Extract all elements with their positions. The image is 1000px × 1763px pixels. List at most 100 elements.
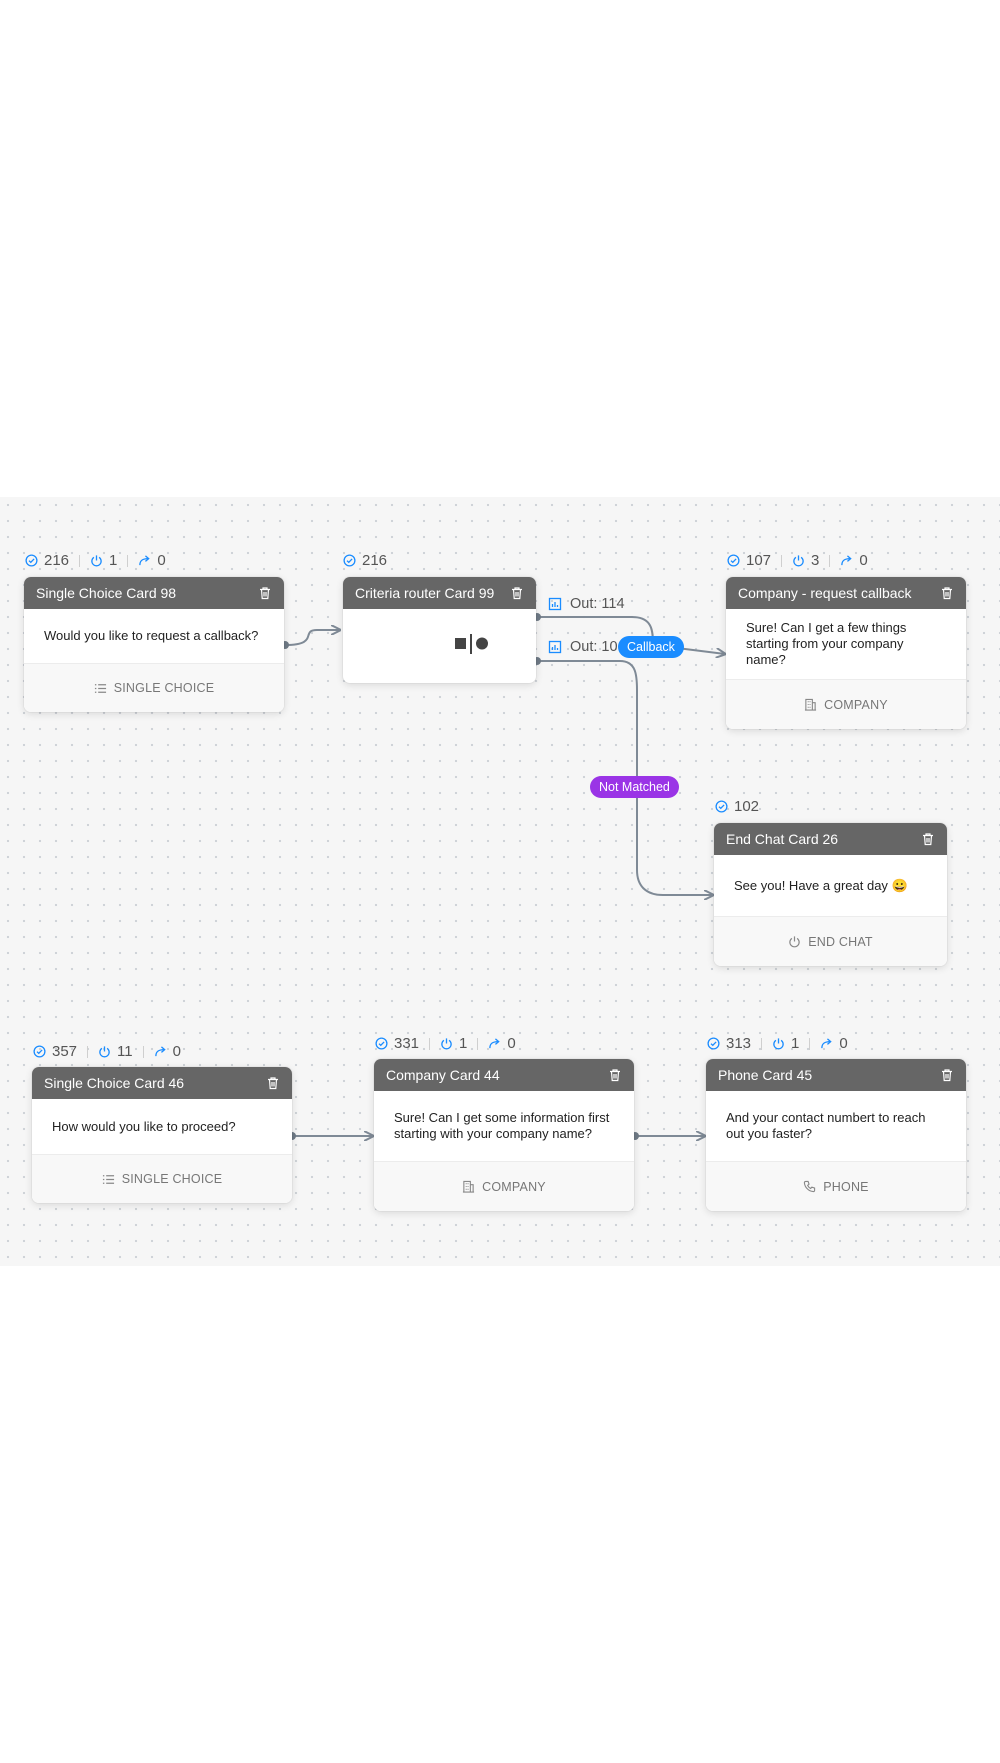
output-count: Out: 10 — [570, 639, 618, 655]
stats-c45: 313 1 0 — [707, 1035, 848, 1052]
card-company-request-callback[interactable]: Company - request callback Sure! Can I g… — [726, 577, 966, 729]
completed-count: 107 — [746, 552, 772, 569]
trash-icon[interactable] — [940, 1068, 954, 1082]
trash-icon[interactable] — [258, 586, 272, 600]
power-icon — [91, 555, 102, 567]
card-message: How would you like to proceed? — [52, 1118, 236, 1134]
card-criteria-router-99[interactable]: Criteria router Card 99 — [343, 577, 536, 683]
trash-icon[interactable] — [266, 1076, 280, 1090]
card-message: See you! Have a great day 😀 — [734, 877, 908, 893]
completed-count: 313 — [726, 1035, 752, 1052]
trash-icon[interactable] — [608, 1068, 622, 1082]
card-header[interactable]: Criteria router Card 99 — [343, 577, 536, 609]
forward-arrow-icon — [489, 1038, 501, 1049]
list-icon — [94, 683, 106, 693]
divider — [79, 554, 81, 567]
exit-count: 1 — [791, 1035, 800, 1052]
trash-icon[interactable] — [510, 586, 524, 600]
card-title: Criteria router Card 99 — [355, 585, 495, 601]
card-message: Sure! Can I get some information first s… — [394, 1110, 610, 1141]
chart-icon — [548, 597, 562, 611]
card-header[interactable]: Single Choice Card 46 — [32, 1067, 292, 1099]
check-circle-icon — [33, 1045, 46, 1058]
card-type-label: SINGLE CHOICE — [121, 1172, 223, 1186]
stats-c44: 331 1 0 — [375, 1035, 516, 1052]
card-footer: COMPANY — [726, 679, 966, 729]
card-body: Sure! Can I get a few things starting fr… — [726, 609, 966, 679]
divider — [829, 554, 831, 567]
card-body: And your contact numbert to reach out yo… — [706, 1091, 966, 1161]
card-title: Company - request callback — [738, 585, 912, 601]
output-count: Out: 114 — [570, 596, 625, 612]
card-header[interactable]: Company - request callback — [726, 577, 966, 609]
forward-count: 0 — [859, 552, 868, 569]
trash-icon[interactable] — [940, 586, 954, 600]
divider — [142, 1045, 144, 1058]
forward-count: 0 — [172, 1043, 181, 1060]
edge-label-not-matched[interactable]: Not Matched — [590, 776, 679, 798]
divider — [477, 1037, 479, 1050]
card-title: Single Choice Card 98 — [36, 585, 177, 601]
card-header[interactable]: Single Choice Card 98 — [24, 577, 284, 609]
card-type-label: PHONE — [823, 1179, 869, 1194]
trash-icon[interactable] — [921, 832, 935, 846]
edge-label-callback[interactable]: Callback — [618, 636, 684, 658]
stats-c98: 216 1 0 — [25, 552, 166, 569]
completed-count: 102 — [734, 798, 760, 815]
card-header[interactable]: Company Card 44 — [374, 1059, 634, 1091]
building-icon — [463, 1180, 475, 1193]
completed-count: 357 — [52, 1043, 78, 1060]
card-title: Phone Card 45 — [718, 1067, 813, 1083]
exit-count: 1 — [459, 1035, 468, 1052]
card-message: And your contact numbert to reach out yo… — [726, 1110, 926, 1141]
power-icon — [793, 555, 804, 567]
forward-count: 0 — [157, 552, 166, 569]
check-circle-icon — [375, 1037, 388, 1050]
card-header[interactable]: Phone Card 45 — [706, 1059, 966, 1091]
forward-arrow-icon — [154, 1046, 166, 1057]
divider — [809, 1037, 811, 1050]
divider — [127, 554, 129, 567]
power-icon — [773, 1038, 784, 1050]
chart-icon — [548, 640, 562, 654]
divider — [429, 1037, 431, 1050]
card-body: See you! Have a great day 😀 — [714, 855, 947, 916]
edge-c98-to-c99 — [284, 630, 340, 646]
card-phone-45[interactable]: Phone Card 45 And your contact numbert t… — [706, 1059, 966, 1211]
check-circle-icon — [707, 1037, 720, 1050]
card-title: Company Card 44 — [386, 1067, 500, 1083]
card-company-44[interactable]: Company Card 44 Sure! Can I get some inf… — [374, 1059, 634, 1211]
card-title: End Chat Card 26 — [726, 831, 839, 847]
stats-c99: 216 — [343, 552, 387, 569]
list-icon — [102, 1174, 114, 1184]
card-header[interactable]: End Chat Card 26 — [714, 823, 947, 855]
router-output-2: Out: 10 — [548, 639, 618, 655]
divider — [87, 1045, 89, 1058]
completed-count: 216 — [44, 552, 70, 569]
exit-count: 1 — [109, 552, 118, 569]
card-footer: COMPANY — [374, 1161, 634, 1211]
stats-callback: 107 3 0 — [727, 552, 868, 569]
card-type-label: COMPANY — [824, 697, 888, 712]
card-title: Single Choice Card 46 — [44, 1075, 185, 1091]
check-circle-icon — [25, 554, 38, 567]
card-single-choice-98[interactable]: Single Choice Card 98 Would you like to … — [24, 577, 284, 712]
card-end-chat-26[interactable]: End Chat Card 26 See you! Have a great d… — [714, 823, 947, 966]
forward-arrow-icon — [139, 555, 151, 566]
phone-icon — [804, 1180, 816, 1193]
completed-count: 331 — [394, 1035, 420, 1052]
divider — [781, 554, 783, 567]
forward-count: 0 — [507, 1035, 516, 1052]
completed-count: 216 — [362, 552, 388, 569]
card-body — [343, 609, 536, 683]
forward-count: 0 — [839, 1035, 848, 1052]
check-circle-icon — [715, 800, 728, 813]
card-type-label: SINGLE CHOICE — [113, 681, 215, 695]
card-single-choice-46[interactable]: Single Choice Card 46 How would you like… — [32, 1067, 292, 1203]
card-footer: SINGLE CHOICE — [24, 663, 284, 712]
forward-arrow-icon — [821, 1038, 833, 1049]
divider — [761, 1037, 763, 1050]
card-footer: END CHAT — [714, 916, 947, 966]
exit-count: 11 — [117, 1043, 133, 1060]
building-icon — [805, 698, 817, 711]
